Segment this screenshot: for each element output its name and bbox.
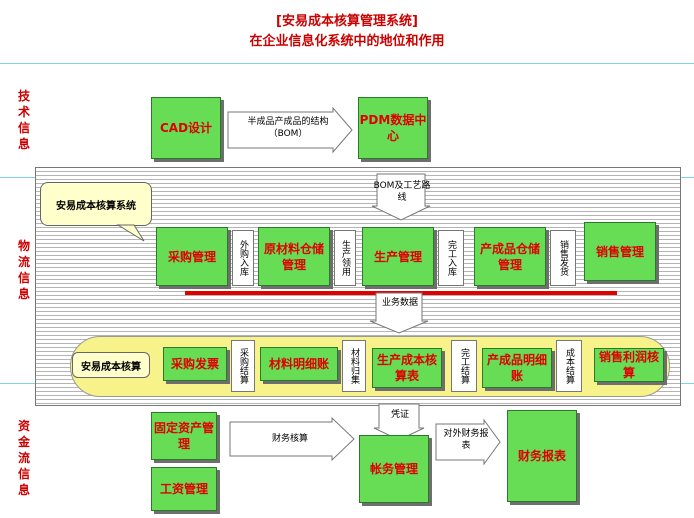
- ship-connector: 销售发货: [550, 230, 576, 286]
- finish-in-connector: 完工入库: [438, 230, 464, 286]
- issue-connector: 生产领用: [334, 230, 356, 286]
- financial-report-box: 财务报表: [507, 410, 577, 502]
- voucher-label: 凭证: [390, 410, 409, 420]
- voucher-arrow: [373, 403, 425, 441]
- system-callout-bottom: 安易成本核算: [72, 352, 150, 378]
- sales-mgmt-box: 销售管理: [584, 222, 656, 281]
- external-report-label: 对外财务报表: [443, 429, 489, 451]
- product-ledger-box: 产成品明细账: [482, 348, 552, 388]
- bom-arrow: [227, 106, 353, 154]
- finance-calc-label: 财务核算: [271, 434, 308, 444]
- bom-route-arrow: [371, 173, 431, 221]
- purchase-settle-connector: 采购结算: [231, 340, 255, 392]
- cost-settle-connector: 成本结算: [556, 340, 582, 392]
- business-data-label: 业务数据: [381, 298, 418, 308]
- fixed-assets-box: 固定资产管理: [151, 412, 217, 460]
- business-data-arrow: [369, 292, 429, 334]
- section-label-capital: 资金流信息: [17, 419, 30, 497]
- diagram-subtitle: 在企业信息化系统中的地位和作用: [249, 34, 445, 49]
- system-callout-top: 安易成本核算系统: [40, 182, 152, 226]
- payroll-box: 工资管理: [151, 467, 217, 511]
- production-cost-box: 生产成本核算表: [372, 348, 442, 388]
- diagram-title: [安易成本核算管理系统]: [276, 14, 418, 29]
- finish-settle-connector: 完工结算: [451, 340, 477, 392]
- separator-top: [0, 63, 694, 64]
- raw-storage-box: 原材料仓储管理: [258, 227, 330, 286]
- purchase-mgmt-box: 采购管理: [156, 227, 228, 286]
- product-storage-box: 产成品仓储管理: [474, 227, 546, 286]
- purchase-invoice-box: 采购发票: [163, 347, 227, 381]
- material-ledger-box: 材料明细账: [260, 347, 338, 381]
- pdm-center-box: PDM数据中心: [358, 97, 428, 159]
- inbound-connector: 外购入库: [232, 230, 254, 286]
- production-mgmt-box: 生产管理: [362, 227, 434, 286]
- ledger-mgmt-box: 帐务管理: [359, 435, 429, 503]
- bom-route-label: BOM及工艺路线: [373, 181, 431, 203]
- bom-label: 半成品产成品的结构（BOM）: [247, 117, 329, 139]
- material-collect-connector: 材料归集: [342, 340, 366, 392]
- finance-calc-arrow: [229, 416, 355, 462]
- section-label-logistics: 物流信息: [17, 239, 30, 301]
- sales-profit-box: 销售利润核算: [594, 348, 664, 382]
- section-label-tech: 技术信息: [17, 89, 30, 151]
- external-report-arrow: [435, 418, 501, 466]
- cad-design-box: CAD设计: [151, 97, 221, 159]
- callout-tail-top: [116, 224, 145, 242]
